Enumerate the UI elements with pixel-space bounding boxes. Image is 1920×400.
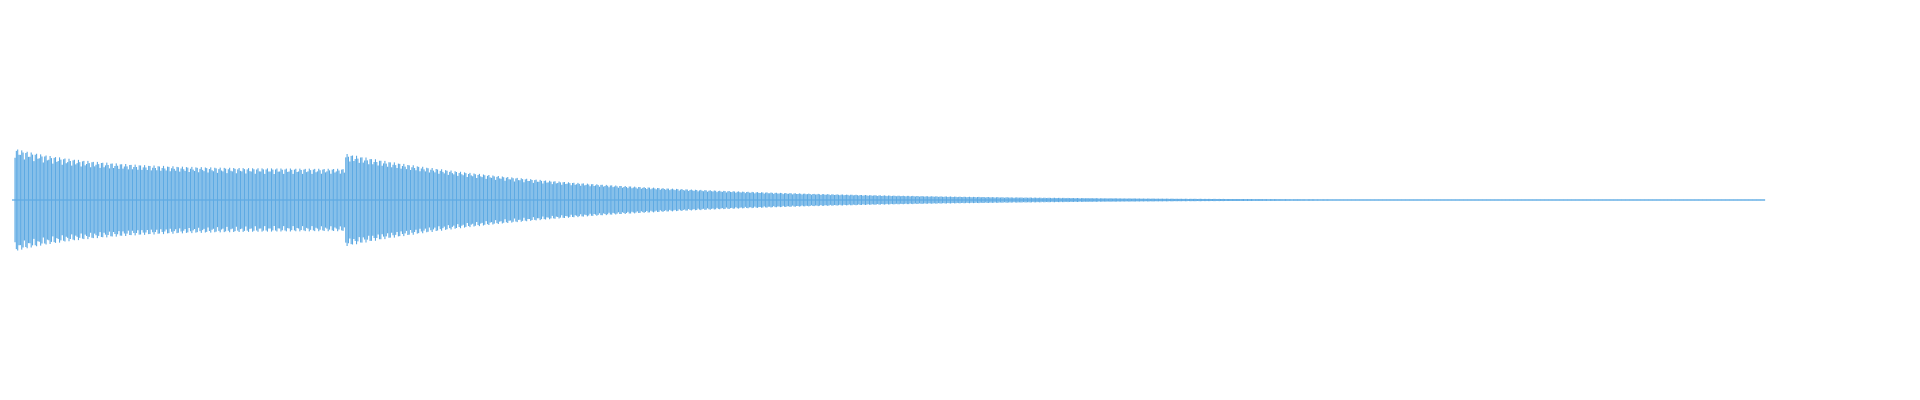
waveform-trace xyxy=(14,149,1766,251)
